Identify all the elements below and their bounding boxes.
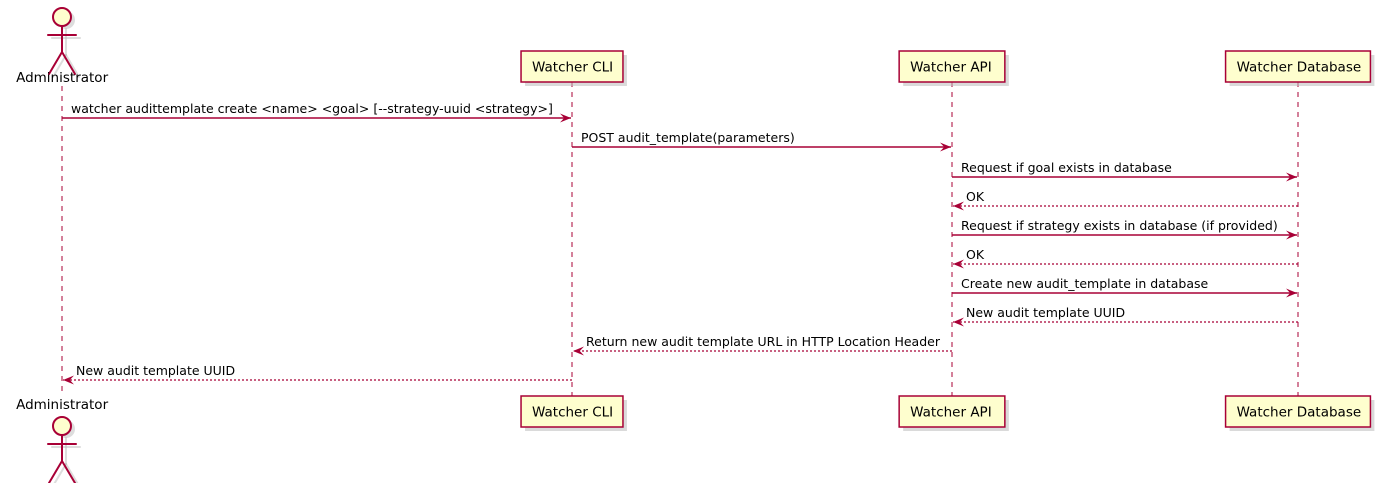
- message-arrowhead-1: [560, 113, 571, 123]
- message-2[interactable]: POST audit_template(parameters): [572, 130, 951, 152]
- actor-administrator[interactable]: Administrator: [16, 397, 109, 483]
- participant-label-watcher-database: Watcher Database: [1237, 405, 1362, 421]
- actor-label-administrator: Administrator: [16, 397, 108, 413]
- message-arrowhead-7: [1286, 288, 1297, 298]
- message-arrowhead-3: [1286, 172, 1297, 182]
- message-label-3: Request if goal exists in database: [961, 160, 1172, 175]
- message-7[interactable]: Create new audit_template in database: [952, 276, 1297, 298]
- message-label-4: OK: [966, 189, 985, 204]
- message-label-8: New audit template UUID: [966, 305, 1125, 320]
- message-label-9: Return new audit template URL in HTTP Lo…: [586, 334, 941, 349]
- message-arrowhead-10: [63, 375, 74, 385]
- participant-label-watcher-database: Watcher Database: [1237, 60, 1362, 76]
- message-10[interactable]: New audit template UUID: [63, 363, 572, 385]
- participant-label-watcher-api: Watcher API: [910, 405, 992, 421]
- actor-label-administrator: Administrator: [16, 70, 108, 86]
- lifelines-group: [61, 82, 1299, 400]
- message-arrowhead-8: [953, 317, 964, 327]
- participant-watcher-database[interactable]: Watcher Database: [1224, 395, 1375, 431]
- message-1[interactable]: watcher audittemplate create <name> <goa…: [62, 101, 571, 123]
- message-4[interactable]: OK: [953, 189, 1298, 211]
- message-9[interactable]: Return new audit template URL in HTTP Lo…: [573, 334, 952, 356]
- message-arrowhead-9: [573, 346, 584, 356]
- participant-label-watcher-api: Watcher API: [910, 60, 992, 76]
- message-label-2: POST audit_template(parameters): [581, 130, 795, 145]
- participant-watcher-database[interactable]: Watcher Database: [1224, 50, 1375, 86]
- messages-group: watcher audittemplate create <name> <goa…: [62, 101, 1298, 385]
- message-3[interactable]: Request if goal exists in database: [952, 160, 1297, 182]
- message-label-6: OK: [966, 247, 985, 262]
- participant-watcher-cli[interactable]: Watcher CLI: [520, 50, 627, 86]
- participant-label-watcher-cli: Watcher CLI: [532, 405, 613, 421]
- participant-watcher-cli[interactable]: Watcher CLI: [520, 395, 627, 431]
- message-6[interactable]: OK: [953, 247, 1298, 269]
- message-arrowhead-4: [953, 201, 964, 211]
- message-label-10: New audit template UUID: [76, 363, 235, 378]
- message-label-1: watcher audittemplate create <name> <goa…: [71, 101, 553, 116]
- message-label-7: Create new audit_template in database: [961, 276, 1208, 291]
- message-8[interactable]: New audit template UUID: [953, 305, 1298, 327]
- message-arrowhead-6: [953, 259, 964, 269]
- message-arrowhead-5: [1286, 230, 1297, 240]
- participant-watcher-api[interactable]: Watcher API: [898, 395, 1009, 431]
- message-arrowhead-2: [940, 142, 951, 152]
- message-5[interactable]: Request if strategy exists in database (…: [952, 218, 1297, 240]
- message-label-5: Request if strategy exists in database (…: [961, 218, 1278, 233]
- actor-administrator[interactable]: Administrator: [16, 7, 109, 86]
- participant-watcher-api[interactable]: Watcher API: [898, 50, 1009, 86]
- participant-label-watcher-cli: Watcher CLI: [532, 60, 613, 76]
